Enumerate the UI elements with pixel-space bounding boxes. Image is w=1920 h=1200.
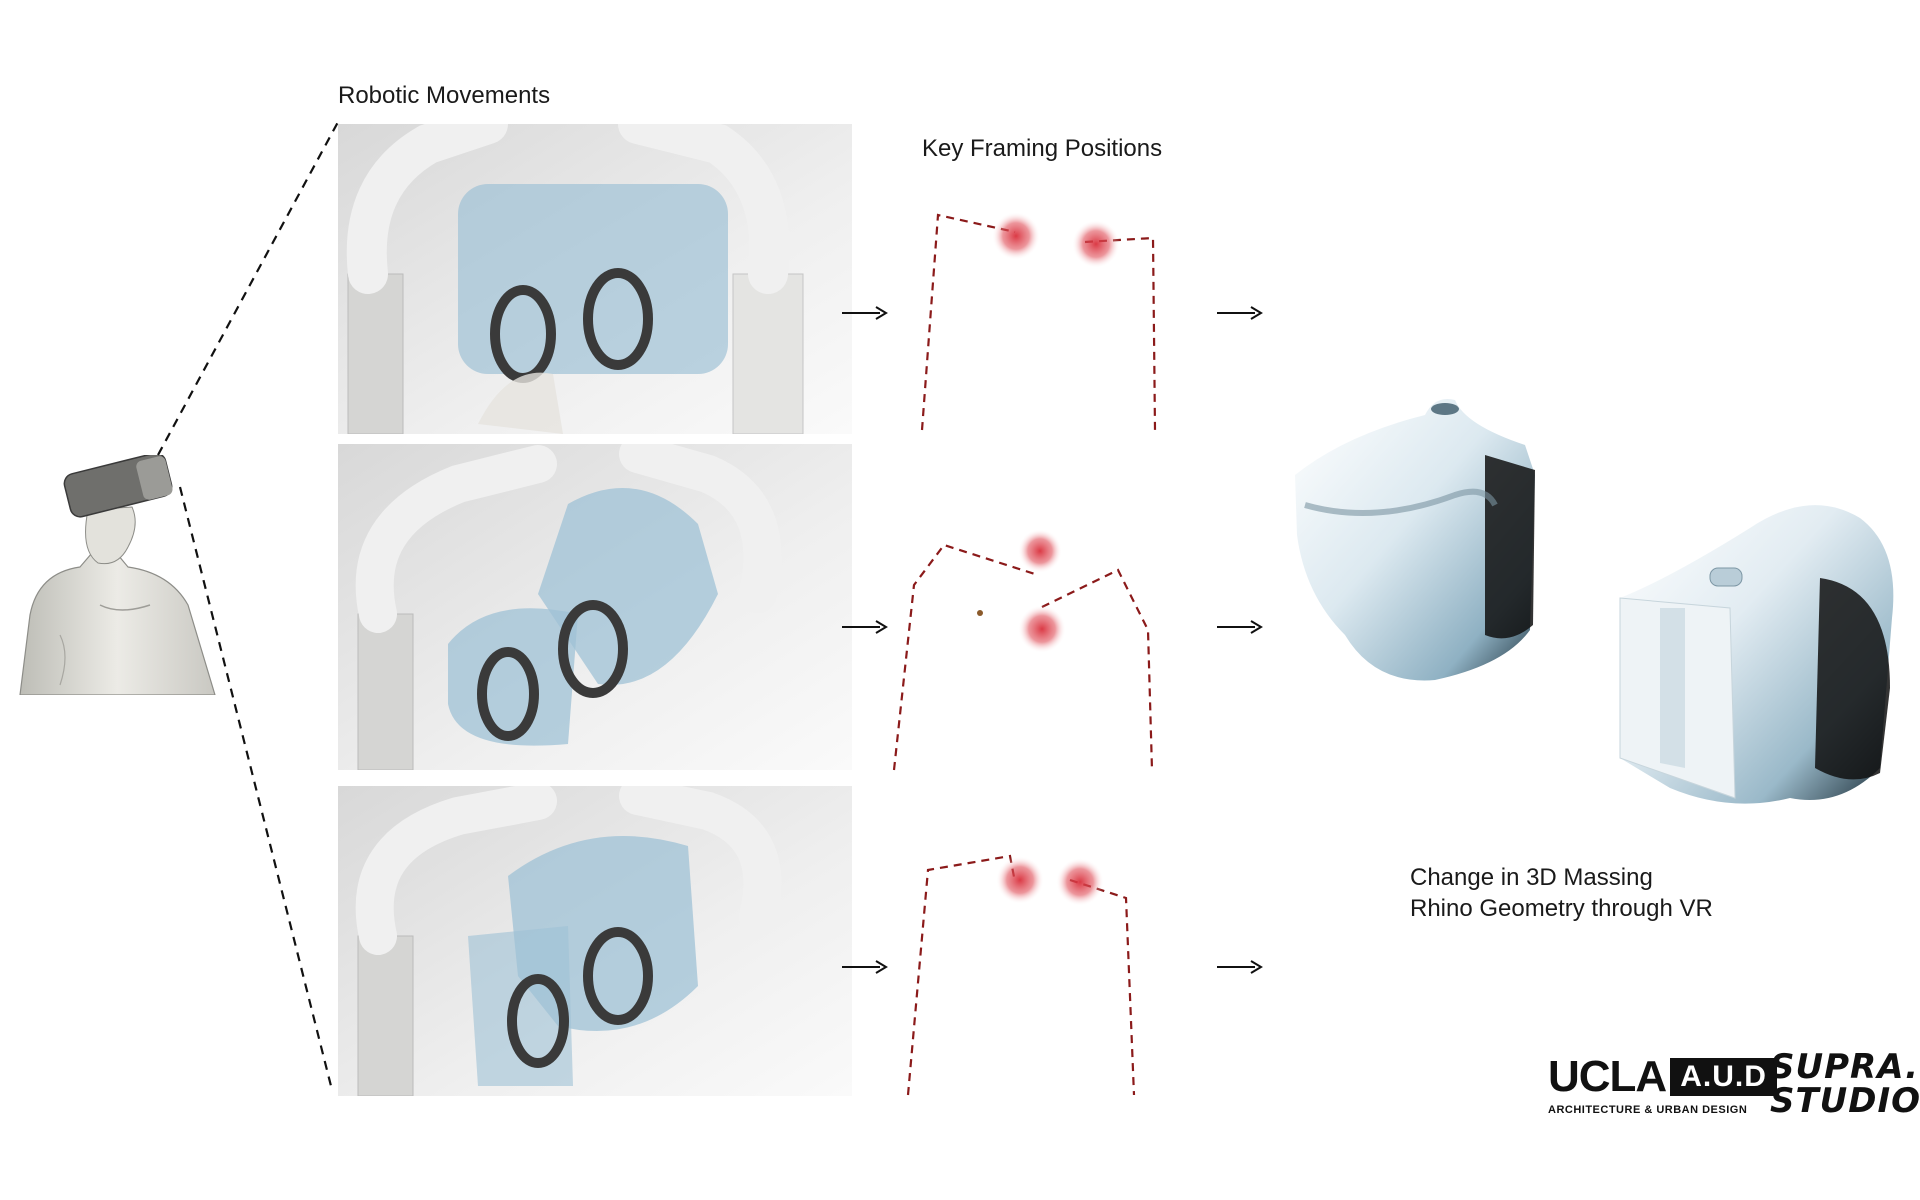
key-frame-diagram-1 [920, 212, 1157, 431]
right-arrow-icon [842, 306, 888, 320]
ucla-wordmark: UCLA [1548, 1052, 1667, 1101]
right-arrow-icon [1217, 306, 1263, 320]
right-arrow-icon [842, 960, 888, 974]
studio-wordmark: STUDIO [1770, 1081, 1920, 1121]
robot-panel-3 [338, 786, 852, 1096]
key-framing-positions-label: Key Framing Positions [922, 135, 1163, 162]
aud-subtitle: ARCHITECTURE & URBAN DESIGN [1548, 1104, 1748, 1116]
ucla-aud-logo: UCLA A.U.D ARCHITECTURE & URBAN DESIGN [1548, 1052, 1777, 1116]
vr-user-figure [19, 455, 216, 695]
key-frame-diagram-3 [906, 854, 1136, 1096]
change-caption-line2: Rhino Geometry through VR [1410, 895, 1713, 922]
robot-panel-2 [338, 444, 852, 770]
connector-lines [157, 121, 339, 1091]
aud-wordmark: A.U.D [1670, 1058, 1777, 1096]
mass-geometry-1 [1295, 399, 1535, 681]
right-arrow-icon [1217, 620, 1263, 634]
supra-studio-logo: SUPRA. STUDIO [1770, 1050, 1920, 1118]
robotic-movements-label: Robotic Movements [338, 82, 551, 109]
right-arrow-icon [842, 620, 888, 634]
key-frame-diagram-2 [892, 529, 1154, 771]
supra-wordmark: SUPRA. [1770, 1047, 1920, 1087]
change-caption-line1: Change in 3D Massing [1410, 864, 1653, 891]
right-arrow-icon [1217, 960, 1263, 974]
robot-panel-1 [338, 124, 852, 434]
mass-geometry-2 [1619, 505, 1894, 804]
